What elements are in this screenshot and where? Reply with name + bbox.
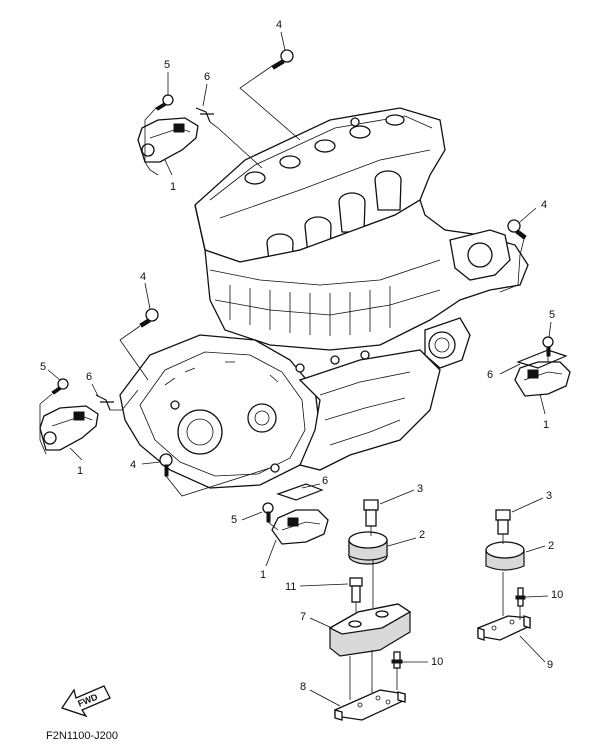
mount-bracket-right	[514, 361, 571, 397]
stud-10-right	[515, 587, 526, 607]
bolt-3-right	[495, 509, 511, 535]
assembly-lines	[39, 65, 549, 700]
fwd-arrow: FWD	[60, 685, 111, 718]
engine-block	[119, 107, 529, 489]
damper-2-left	[348, 531, 388, 565]
callout-5: 5	[231, 514, 237, 526]
mount-plate-9	[477, 615, 531, 641]
diagram-code: F2N1100-J200	[46, 730, 118, 742]
bolt-11	[349, 577, 363, 603]
engine-mount-7	[328, 603, 412, 657]
callout-4: 4	[276, 19, 282, 31]
callout-10: 10	[551, 589, 563, 601]
shim-center	[276, 483, 324, 501]
mount-plate-8	[334, 689, 406, 721]
callout-5: 5	[164, 59, 170, 71]
callout-9: 9	[547, 659, 553, 671]
callout-4: 4	[130, 459, 136, 471]
bolt-flange-top	[271, 49, 294, 70]
bolt-3-left	[363, 499, 379, 527]
callout-1: 1	[543, 419, 549, 431]
callout-6: 6	[322, 475, 328, 487]
callout-4: 4	[541, 199, 547, 211]
callout-7: 7	[300, 611, 306, 623]
callout-2: 2	[419, 529, 425, 541]
callout-3: 3	[417, 483, 423, 495]
callout-8: 8	[300, 681, 306, 693]
shim-right	[516, 349, 568, 369]
callout-5: 5	[549, 309, 555, 321]
bolt-small-right	[542, 336, 554, 357]
callout-1: 1	[260, 569, 266, 581]
callout-11: 11	[285, 581, 296, 593]
mount-bracket-center	[271, 509, 329, 545]
bolt-small-center	[262, 502, 274, 523]
bolt-flange-right	[507, 219, 527, 240]
callout-1: 1	[77, 465, 83, 477]
damper-2-right	[485, 541, 525, 571]
mount-bracket-upper-left	[137, 117, 199, 163]
callouts: 4 5 6 1 4 4 5 6 1 5 6 1 4 6 5 1 3 2 11 7…	[40, 19, 563, 693]
clip-mid-left	[95, 394, 114, 411]
stud-10-left	[391, 651, 403, 669]
callout-5: 5	[40, 361, 46, 373]
callout-4: 4	[140, 271, 146, 283]
bolt-small-upper-left	[155, 94, 174, 111]
callout-2: 2	[548, 540, 554, 552]
bolt-small-left	[51, 378, 69, 395]
callout-10: 10	[431, 656, 443, 668]
callout-6: 6	[86, 371, 92, 383]
clip-upper-left	[195, 107, 214, 123]
mount-bracket-mid-left	[39, 405, 99, 451]
bolt-flange-lower-left	[159, 453, 173, 477]
callout-1: 1	[170, 181, 176, 193]
bolt-flange-mid-left	[139, 308, 159, 328]
callout-6: 6	[487, 369, 493, 381]
callout-6: 6	[204, 71, 210, 83]
leader-lines	[47, 31, 552, 707]
callout-3: 3	[546, 490, 552, 502]
